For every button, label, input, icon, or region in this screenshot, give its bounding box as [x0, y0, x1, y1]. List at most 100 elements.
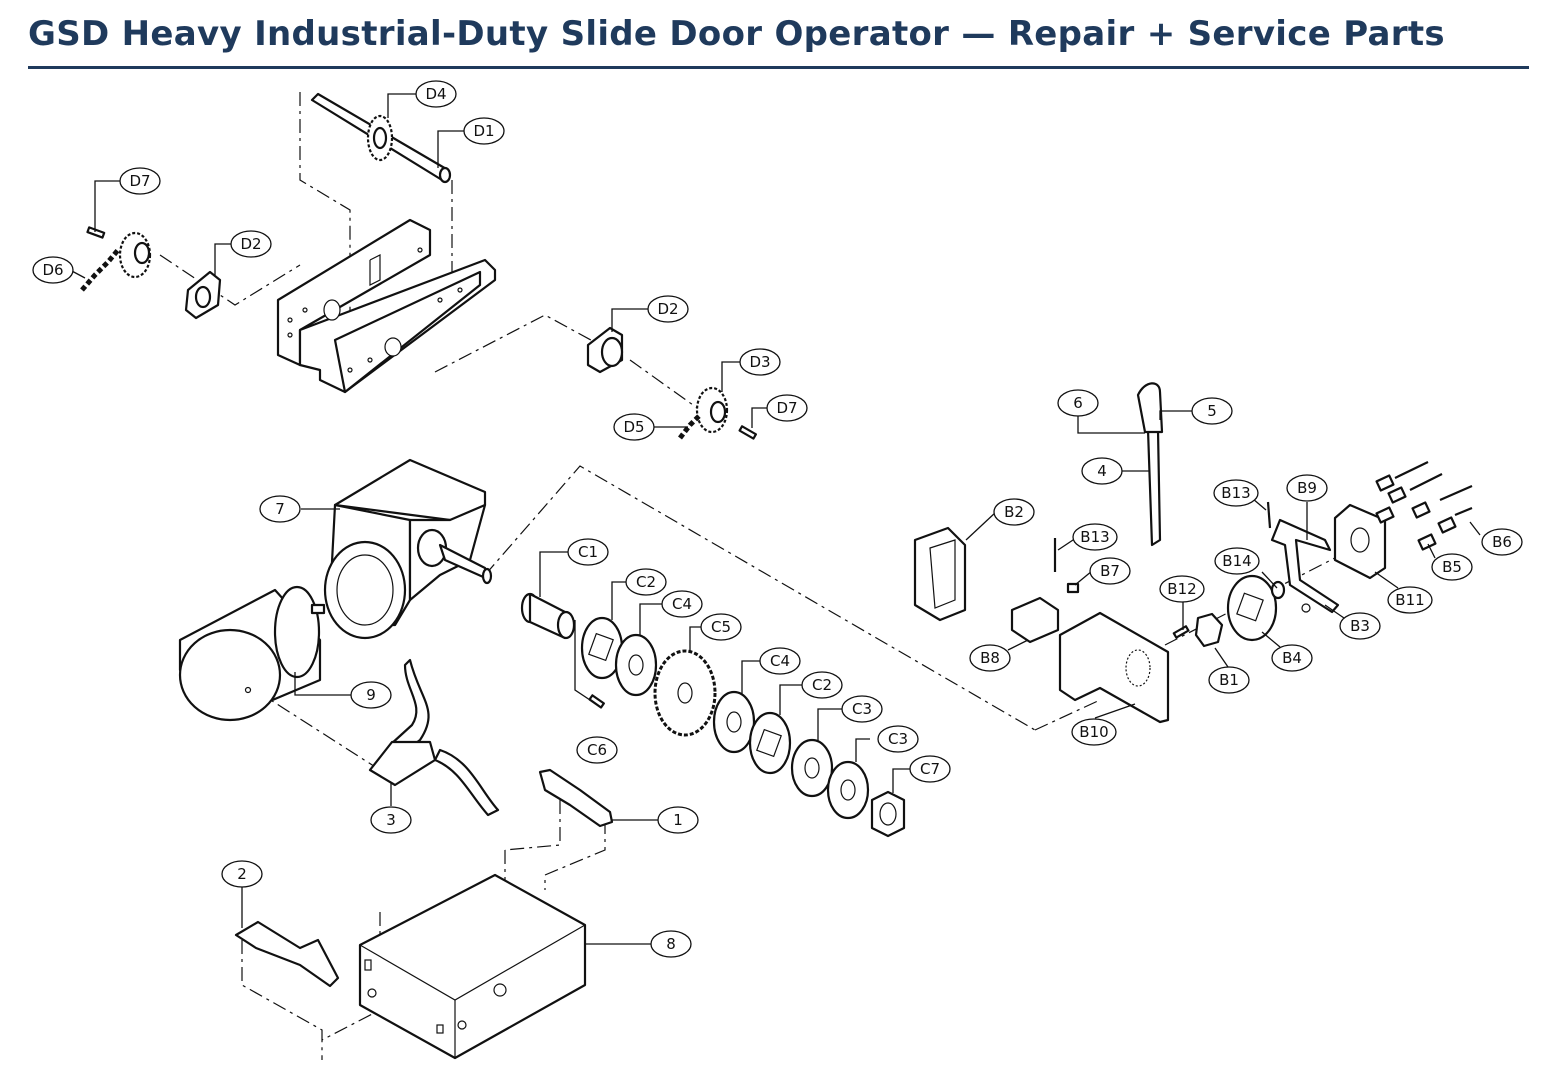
callout-label: C5 [711, 618, 731, 636]
callout-label: 4 [1097, 462, 1107, 480]
callout-d3: D3 [739, 348, 781, 376]
callout-oval [119, 167, 161, 195]
callout-b10: B10 [1071, 718, 1117, 746]
callout-c3: C3 [841, 695, 883, 723]
callout-label: B7 [1100, 562, 1120, 580]
callout-d2: D2 [647, 295, 689, 323]
mount-screws [1375, 461, 1473, 551]
callout-label: D4 [425, 85, 446, 103]
callout-label: D2 [657, 300, 678, 318]
callout-d4: D4 [415, 80, 457, 108]
callout-b14: B14 [1214, 547, 1260, 575]
callout-oval [647, 295, 689, 323]
callout-label: B8 [980, 649, 1000, 667]
callout-label: 3 [386, 811, 396, 829]
callout-c7: C7 [909, 755, 951, 783]
callout-label: B14 [1222, 552, 1251, 570]
callout-oval [766, 394, 808, 422]
clutch-key [588, 694, 605, 709]
clutch-sprocket [653, 649, 717, 737]
callout-c4: C4 [661, 590, 703, 618]
callout-9: 9 [350, 681, 392, 709]
callout-oval [657, 806, 699, 834]
callout-label: C2 [636, 573, 656, 591]
callout-d7: D7 [766, 394, 808, 422]
callout-7: 7 [259, 495, 301, 523]
callout-label: B13 [1080, 528, 1109, 546]
callout-b11: B11 [1387, 586, 1433, 614]
callout-oval [576, 736, 618, 764]
flange-bearing-right [586, 326, 624, 374]
callout-oval [221, 860, 263, 888]
callout-b7: B7 [1089, 557, 1131, 585]
callout-oval [350, 681, 392, 709]
callout-oval [661, 590, 703, 618]
callout-oval [650, 930, 692, 958]
callout-label: C3 [852, 700, 872, 718]
callout-oval [1481, 528, 1523, 556]
callout-oval [700, 613, 742, 641]
callout-d2: D2 [230, 230, 272, 258]
title-underline [28, 66, 1529, 69]
clutch-nut [870, 790, 906, 838]
callout-5: 5 [1191, 397, 1233, 425]
callout-label: D7 [129, 172, 150, 190]
callout-c3: C3 [877, 725, 919, 753]
callout-c4: C4 [759, 647, 801, 675]
callout-2: 2 [221, 860, 263, 888]
callout-1: 1 [657, 806, 699, 834]
callout-oval [759, 647, 801, 675]
limit-nut [1172, 612, 1224, 648]
callout-c1: C1 [567, 538, 609, 566]
limit-cam-arm [1266, 501, 1340, 614]
callout-oval [567, 538, 609, 566]
callout-label: 5 [1207, 402, 1217, 420]
callout-oval [1071, 718, 1117, 746]
callout-oval [370, 806, 412, 834]
clutch-hub [520, 592, 576, 640]
callout-label: B6 [1492, 533, 1512, 551]
sprocket-left [80, 226, 152, 292]
callout-6: 6 [1057, 389, 1099, 417]
callout-label: B9 [1297, 479, 1317, 497]
callout-label: B11 [1395, 591, 1424, 609]
electrical-box [358, 873, 587, 1060]
callout-label: B13 [1221, 484, 1250, 502]
callout-oval [1431, 553, 1473, 581]
callout-label: D6 [42, 261, 63, 279]
callout-oval [1214, 547, 1260, 575]
callout-c5: C5 [700, 613, 742, 641]
clutch-spring-washer-1 [790, 738, 834, 798]
callout-label: D5 [623, 418, 644, 436]
sprocket-right [678, 386, 758, 440]
callout-label: 6 [1073, 394, 1083, 412]
callout-label: D3 [749, 353, 770, 371]
callout-oval [993, 498, 1035, 526]
callout-b6: B6 [1481, 528, 1523, 556]
mounting-bracket-2 [234, 920, 340, 988]
callout-8: 8 [650, 930, 692, 958]
callout-b2: B2 [993, 498, 1035, 526]
main-frame-bracket [276, 218, 497, 394]
callout-b4: B4 [1271, 644, 1313, 672]
callout-label: D2 [240, 235, 261, 253]
callout-c2: C2 [625, 568, 667, 596]
switch-mount-plate [1333, 503, 1387, 580]
callout-oval [625, 568, 667, 596]
gear-reducer [323, 458, 493, 640]
clutch-disc-2 [712, 690, 756, 754]
callout-label: B2 [1004, 503, 1024, 521]
callout-label: B1 [1219, 671, 1239, 689]
callout-label: C1 [578, 543, 598, 561]
callout-oval [613, 413, 655, 441]
clutch-spring-washer-2 [826, 760, 870, 820]
callout-oval [739, 348, 781, 376]
callout-oval [463, 117, 505, 145]
drive-motor [178, 585, 326, 722]
callout-b1: B1 [1208, 666, 1250, 694]
callout-c2: C2 [801, 671, 843, 699]
callout-label: 1 [673, 811, 683, 829]
callout-oval [32, 256, 74, 284]
callout-d7: D7 [119, 167, 161, 195]
callout-oval [1208, 666, 1250, 694]
